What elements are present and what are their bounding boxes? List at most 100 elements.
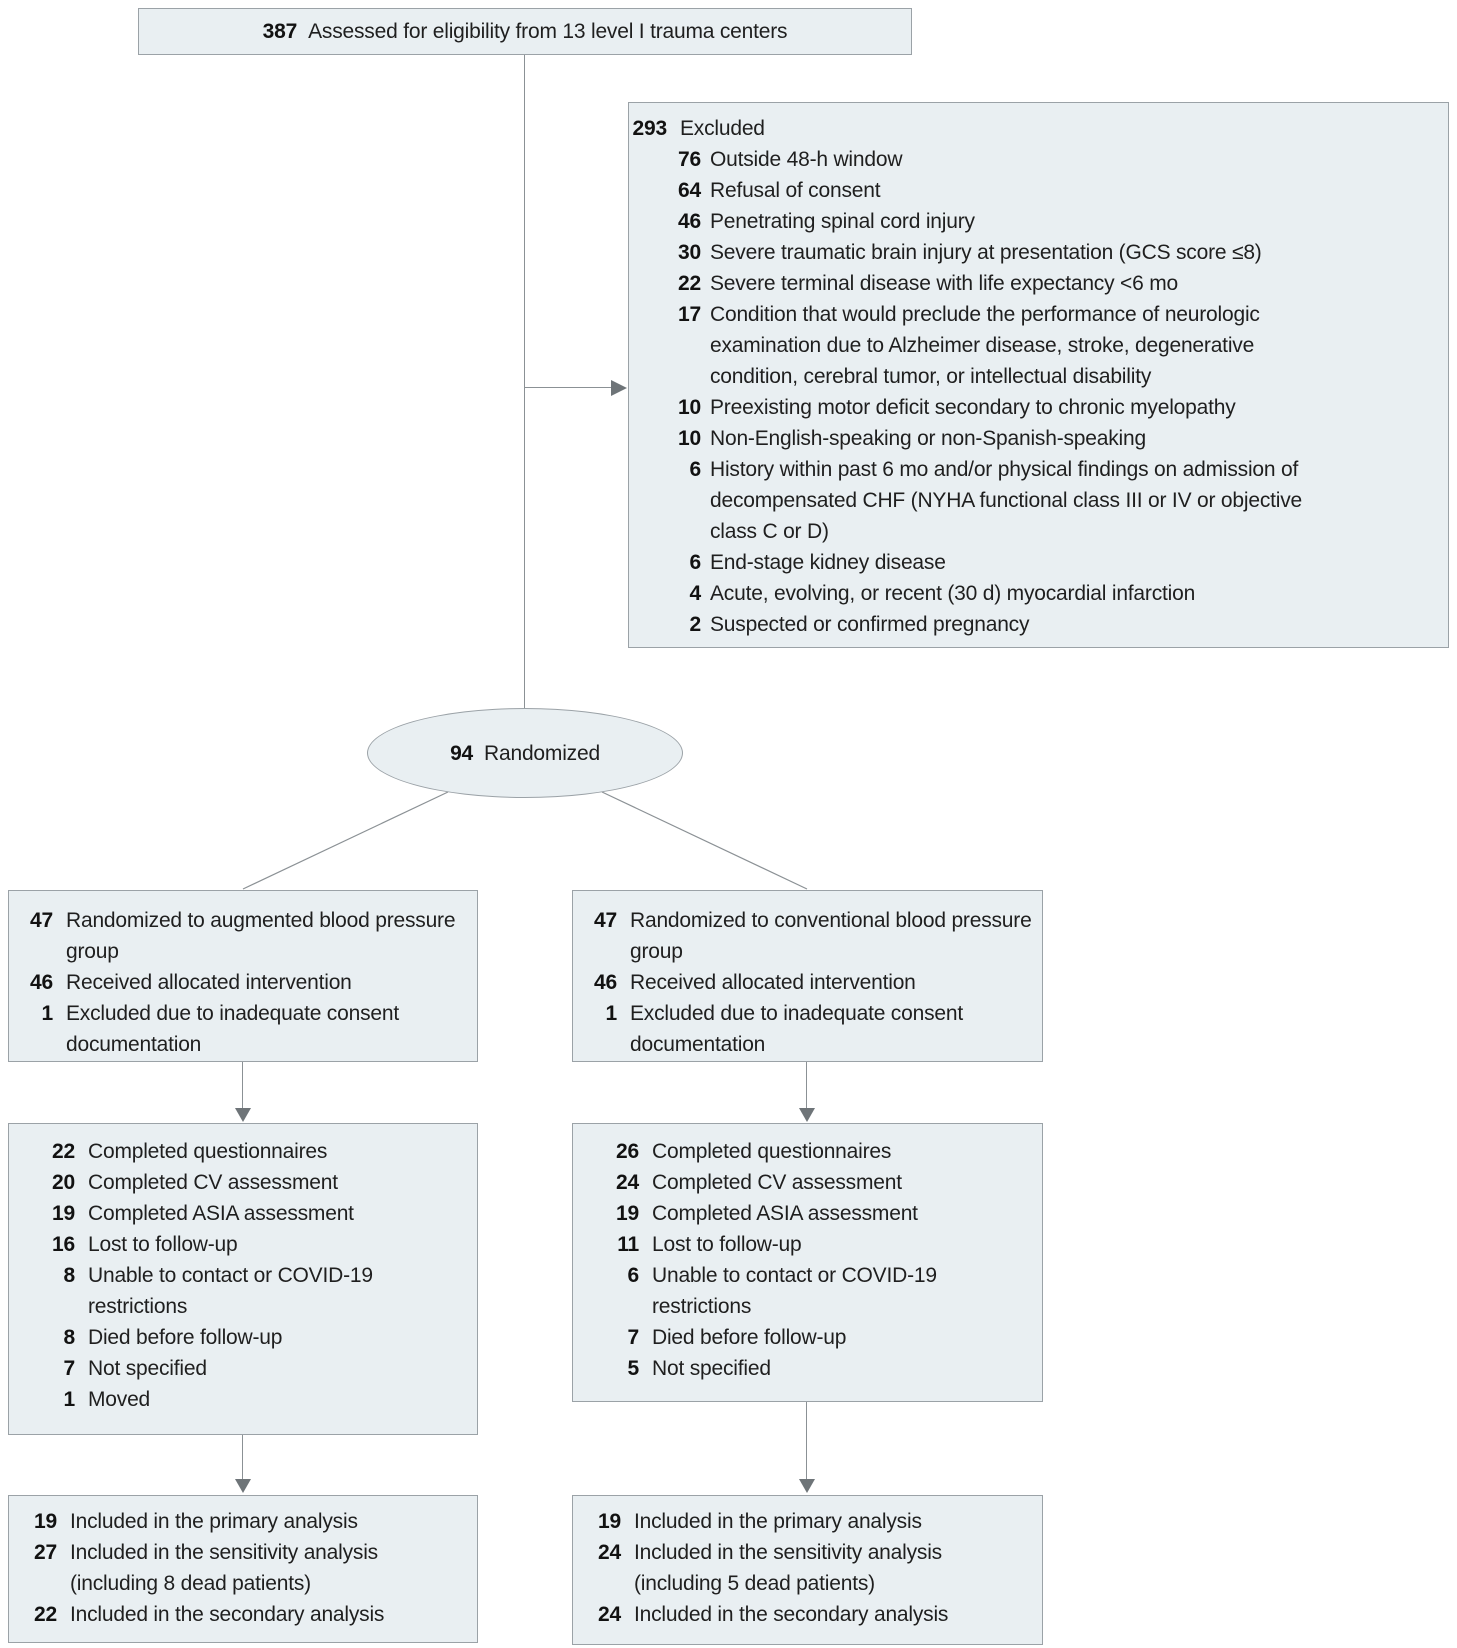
reason-count: 76 <box>678 148 701 171</box>
followup-row: 8 Died before follow-up <box>9 1322 477 1353</box>
left-allocation-box: 47 Randomized to augmented blood pressur… <box>8 890 478 1062</box>
reason-count: 64 <box>678 179 701 202</box>
count: 1 <box>605 1002 618 1025</box>
reason-count: 17 <box>678 303 701 326</box>
label: Not specified <box>652 1357 771 1380</box>
analysis-row: 24 Included in the sensitivity analysis … <box>573 1537 1042 1599</box>
excluded-reason-row: 46 Penetrating spinal cord injury <box>629 206 1448 237</box>
followup-row: 1 Moved <box>9 1384 477 1415</box>
count: 24 <box>598 1541 621 1564</box>
label: Received allocated intervention <box>630 971 916 994</box>
label: Unable to contact or COVID-19 restrictio… <box>88 1264 373 1318</box>
arrowhead-left-analysis <box>235 1479 251 1493</box>
randomized-count: 94 <box>450 741 474 765</box>
followup-row: 7 Died before follow-up <box>573 1322 1042 1353</box>
assessed-count: 387 <box>262 20 298 43</box>
excluded-reason-row: 6 End-stage kidney disease <box>629 547 1448 578</box>
excluded-box: 293 Excluded 76 Outside 48-h window 64 R… <box>628 102 1449 648</box>
reason-label: Non-English-speaking or non-Spanish-spea… <box>710 427 1146 450</box>
left-followup-box: 22 Completed questionnaires 20 Completed… <box>8 1123 478 1435</box>
allocation-row: 1 Excluded due to inadequate consent doc… <box>9 998 477 1060</box>
followup-row: 6 Unable to contact or COVID-19 restrict… <box>573 1260 1042 1322</box>
excluded-reason-row: 6 History within past 6 mo and/or physic… <box>629 454 1448 547</box>
label: Completed questionnaires <box>88 1140 328 1163</box>
label: Excluded due to inadequate consent docum… <box>630 1002 963 1056</box>
label: Lost to follow-up <box>88 1233 238 1256</box>
count: 47 <box>30 909 53 932</box>
arrowhead-right-analysis <box>799 1479 815 1493</box>
assessed-box: 387 Assessed for eligibility from 13 lev… <box>138 8 912 55</box>
excluded-count: 293 <box>632 117 668 140</box>
followup-row: 8 Unable to contact or COVID-19 restrict… <box>9 1260 477 1322</box>
randomized-ellipse: 94 Randomized <box>367 708 683 798</box>
reason-label: Outside 48-h window <box>710 148 903 171</box>
followup-row: 11 Lost to follow-up <box>573 1229 1042 1260</box>
count: 1 <box>63 1388 76 1411</box>
label: Completed ASIA assessment <box>652 1202 918 1225</box>
reason-count: 30 <box>678 241 701 264</box>
label: Unable to contact or COVID-19 restrictio… <box>652 1264 937 1318</box>
connector-left-alloc-to-followup <box>242 1062 243 1110</box>
count: 8 <box>63 1326 76 1349</box>
excluded-reason-row: 17 Condition that would preclude the per… <box>629 299 1448 392</box>
label: Died before follow-up <box>652 1326 847 1349</box>
analysis-row: 22 Included in the secondary analysis <box>9 1599 477 1630</box>
label: Included in the secondary analysis <box>70 1603 385 1626</box>
reason-label: Condition that would preclude the perfor… <box>710 303 1260 388</box>
excluded-reason-row: 64 Refusal of consent <box>629 175 1448 206</box>
allocation-row: 47 Randomized to conventional blood pres… <box>573 905 1042 967</box>
label: Included in the secondary analysis <box>634 1603 949 1626</box>
count: 20 <box>52 1171 75 1194</box>
label: Completed CV assessment <box>652 1171 902 1194</box>
reason-count: 10 <box>678 427 701 450</box>
left-analysis-box: 19 Included in the primary analysis 27 I… <box>8 1495 478 1643</box>
count: 11 <box>617 1233 639 1256</box>
label: Included in the sensitivity analysis (in… <box>634 1541 942 1595</box>
count: 7 <box>627 1326 640 1349</box>
excluded-reason-row: 4 Acute, evolving, or recent (30 d) myoc… <box>629 578 1448 609</box>
count: 19 <box>598 1510 621 1533</box>
analysis-row: 24 Included in the secondary analysis <box>573 1599 1042 1630</box>
label: Included in the sensitivity analysis (in… <box>70 1541 378 1595</box>
count: 19 <box>34 1510 57 1533</box>
assessed-row: 387 Assessed for eligibility from 13 lev… <box>139 9 911 54</box>
count: 22 <box>52 1140 75 1163</box>
count: 24 <box>616 1171 639 1194</box>
count: 46 <box>594 971 617 994</box>
count: 5 <box>627 1357 640 1380</box>
reason-label: End-stage kidney disease <box>710 551 946 574</box>
allocation-row: 46 Received allocated intervention <box>9 967 477 998</box>
allocation-row: 1 Excluded due to inadequate consent doc… <box>573 998 1042 1060</box>
reason-count: 10 <box>678 396 701 419</box>
reason-count: 46 <box>678 210 701 233</box>
allocation-row: 46 Received allocated intervention <box>573 967 1042 998</box>
reason-label: Suspected or confirmed pregnancy <box>710 613 1030 636</box>
followup-row: 22 Completed questionnaires <box>9 1136 477 1167</box>
followup-row: 24 Completed CV assessment <box>573 1167 1042 1198</box>
arrowhead-left-followup <box>235 1108 251 1122</box>
label: Randomized to conventional blood pressur… <box>630 909 1032 963</box>
arrowhead-right-followup <box>799 1108 815 1122</box>
connector-right-followup-to-analysis <box>806 1402 807 1481</box>
reason-count: 22 <box>678 272 701 295</box>
followup-row: 19 Completed ASIA assessment <box>573 1198 1042 1229</box>
reason-label: Preexisting motor deficit secondary to c… <box>710 396 1236 419</box>
count: 6 <box>627 1264 640 1287</box>
excluded-reason-row: 22 Severe terminal disease with life exp… <box>629 268 1448 299</box>
count: 46 <box>30 971 53 994</box>
reason-count: 2 <box>689 613 702 636</box>
followup-row: 20 Completed CV assessment <box>9 1167 477 1198</box>
label: Lost to follow-up <box>652 1233 802 1256</box>
assessed-label: Assessed for eligibility from 13 level I… <box>308 20 788 43</box>
excluded-reason-row: 2 Suspected or confirmed pregnancy <box>629 609 1448 640</box>
excluded-label: Excluded <box>680 117 765 140</box>
connector-top-to-ellipse <box>524 55 525 708</box>
excluded-reason-row: 76 Outside 48-h window <box>629 144 1448 175</box>
reason-label: History within past 6 mo and/or physical… <box>710 458 1303 543</box>
followup-row: 5 Not specified <box>573 1353 1042 1384</box>
reason-label: Penetrating spinal cord injury <box>710 210 975 233</box>
reason-count: 6 <box>689 458 702 481</box>
right-analysis-box: 19 Included in the primary analysis 24 I… <box>572 1495 1043 1645</box>
excluded-row: 293 Excluded <box>629 113 1448 144</box>
label: Completed ASIA assessment <box>88 1202 354 1225</box>
